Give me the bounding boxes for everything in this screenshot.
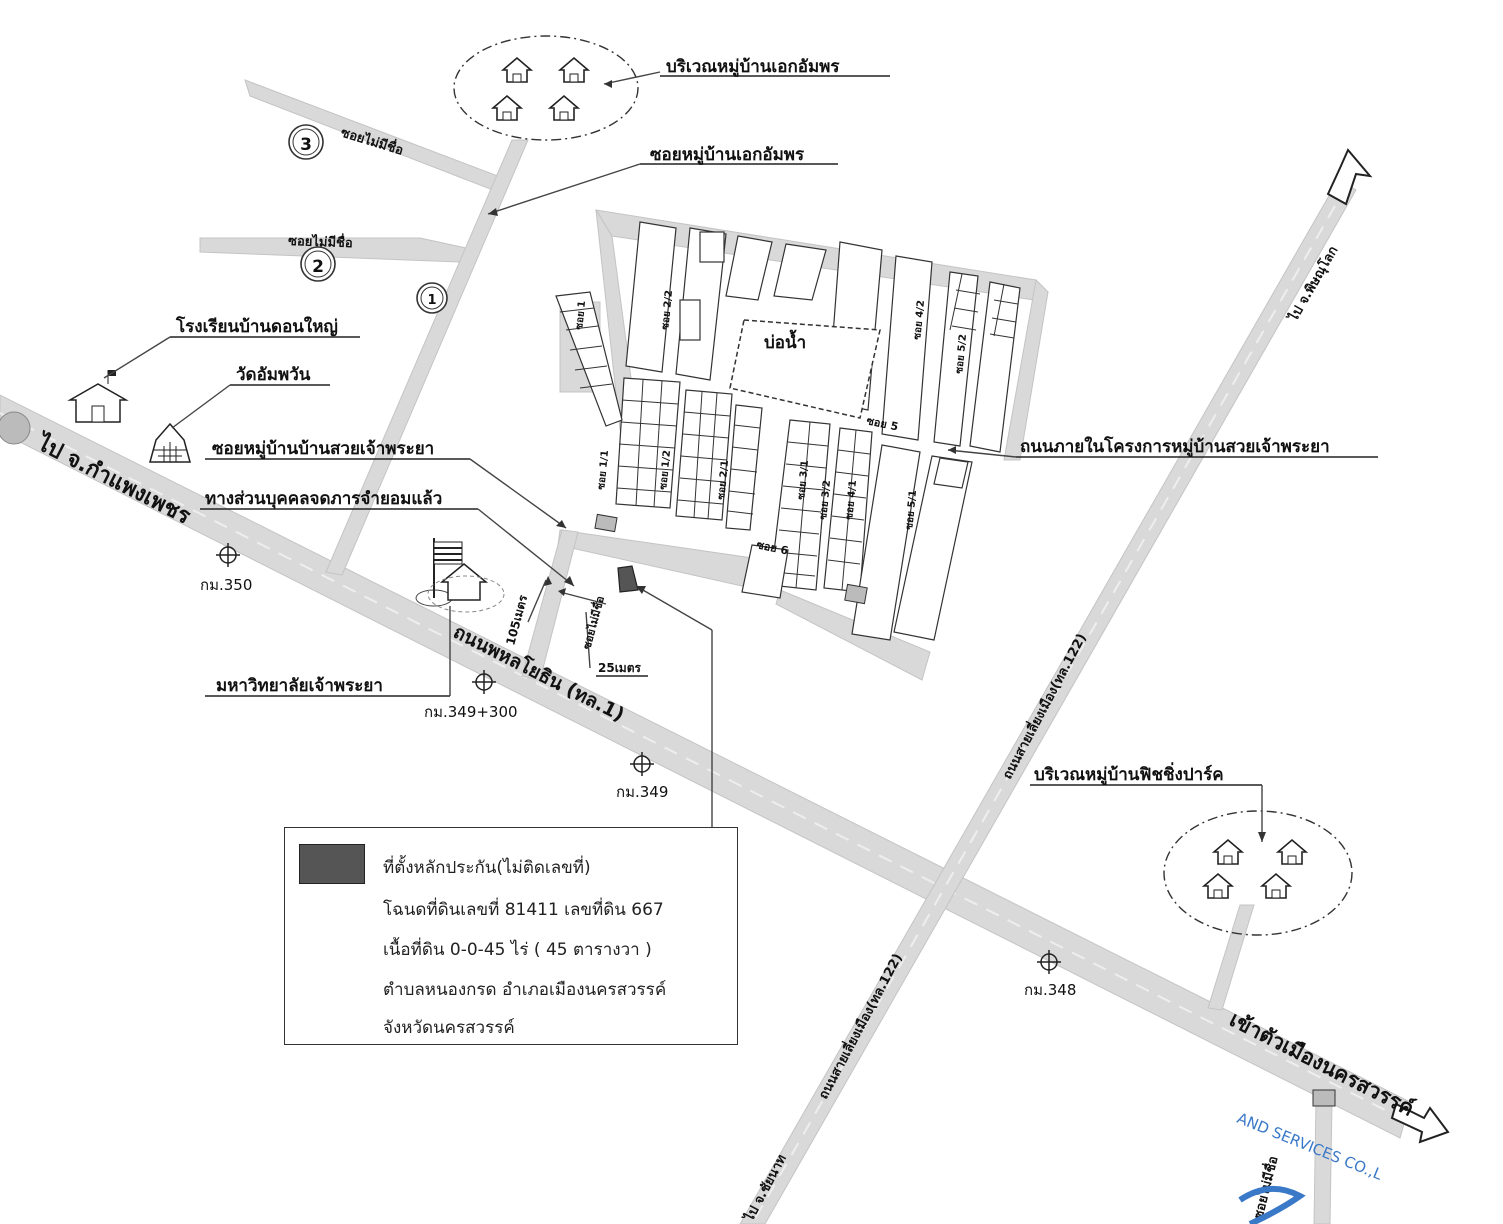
- west-edge-dot-icon: [0, 411, 31, 445]
- marker-1-label: 1: [427, 293, 436, 308]
- legend-line-3: เนื้อที่ดิน 0-0-45 ไร่ ( 45 ตารางวา ): [383, 940, 652, 960]
- legend-line-1: ที่ตั้งหลักประกัน(ไม่ติดเลขที่): [383, 858, 591, 878]
- block-4-1: [823, 427, 873, 593]
- km-349-label: กม.349: [616, 783, 668, 801]
- block-1-1: [615, 377, 681, 509]
- village-blocks: [555, 221, 1336, 1107]
- label-fishing-park: บริเวณหมู่บ้านฟิชชิ่งปาร์ค: [1034, 762, 1224, 786]
- label-soi-2-2: ซอย 2/2: [660, 290, 675, 331]
- km-350-label: กม.350: [200, 576, 252, 594]
- label-university: มหาวิทยาลัยเจ้าพระยา: [216, 676, 383, 696]
- temple-icon: [149, 422, 191, 463]
- km-marker-348: กม.348: [1024, 950, 1076, 999]
- ekamporn-village-area: [453, 35, 639, 141]
- legend-line-5: จังหวัดนครสวรรค์: [383, 1018, 515, 1038]
- block-2: [725, 404, 763, 531]
- km-349-300-label: กม.349+300: [424, 703, 518, 721]
- km-marker-349-300: กม.349+300: [424, 670, 518, 721]
- fishing-park-houses: [1201, 838, 1309, 899]
- legend-line-2: โฉนดที่ดินเลขที่ 81411 เลขที่ดิน 667: [383, 900, 664, 920]
- label-soi-5-1: ซอย 5/1: [904, 490, 919, 531]
- km-marker-349: กม.349: [616, 752, 668, 801]
- label-soi-1-3: ซอย 1: [574, 300, 588, 330]
- legend-box: ที่ตั้งหลักประกัน(ไม่ติดเลขที่) โฉนดที่ด…: [284, 827, 738, 1045]
- label-bypass-lower: ถนนสายเลี่ยงเมือง(ทล.122): [814, 950, 906, 1102]
- label-soi-4-1: ซอย 4/1: [844, 480, 859, 521]
- label-soi-1-2: ซอย 1/2: [658, 450, 673, 491]
- label-private-road: ทางส่วนบุคคลจดภารจำยอมแล้ว: [205, 489, 442, 509]
- label-temple: วัดอัมพวัน: [236, 365, 311, 385]
- leader-lines: [103, 71, 1378, 842]
- label-dist-25: 25เมตร: [598, 661, 642, 675]
- block-6: [741, 544, 789, 599]
- label-school: โรงเรียนบ้านดอนใหญ่: [175, 316, 338, 337]
- block-4: [769, 419, 831, 591]
- distance-markers: [527, 576, 607, 669]
- label-soi-1-1: ซอย 1/1: [596, 450, 611, 491]
- legend-line-4: ตำบลหนองกรด อำเภอเมืองนครสวรรค์: [383, 980, 667, 1000]
- km-348-label: กม.348: [1024, 981, 1076, 999]
- arrow-to-phitsanulok-icon: [1326, 148, 1373, 206]
- phahonyothin-road: [0, 394, 1411, 1139]
- marker-2-label: 2: [312, 257, 324, 277]
- label-bypass-upper: ถนนสายเลี่ยงเมือง(ทล.122): [998, 630, 1090, 782]
- ekamporn-houses: [490, 56, 591, 121]
- label-soi-2-1: ซอย 2/1: [716, 460, 731, 501]
- label-inner-road: ถนนภายในโครงการหมู่บ้านสวยเจ้าพระยา: [1020, 436, 1330, 458]
- legend-swatch: [299, 844, 365, 884]
- collateral-location: [617, 565, 639, 593]
- fishing-park-area: [1163, 810, 1353, 936]
- block-1-2: [675, 389, 733, 521]
- label-ekamporn-area: บริเวณหมู่บ้านเอกอัมพร: [666, 57, 840, 78]
- marker-1: 1: [416, 282, 448, 314]
- label-soi-unnamed-small: ซอยไม่มีชื่อ: [578, 594, 607, 651]
- company-watermark: AND SERVICES CO.,L: [1235, 1109, 1386, 1184]
- label-dist-105: 105เมตร: [503, 593, 530, 647]
- label-soi-4-2: ซอย 4/2: [912, 300, 927, 341]
- label-ekamporn-soi: ซอยหมู่บ้านเอกอัมพร: [650, 145, 805, 166]
- label-soi-suay: ซอยหมู่บ้านบ้านสวยเจ้าพระยา: [212, 439, 434, 460]
- label-pond: บ่อน้ำ: [764, 329, 806, 353]
- label-soi-3-2: ซอย 3/2: [818, 480, 833, 521]
- label-soi-5-2: ซอย 5/2: [954, 334, 969, 375]
- logo-swirl-icon: [1238, 1185, 1306, 1224]
- label-soi-3-1: ซอย 3/1: [796, 460, 811, 501]
- km-marker-350: กม.350: [200, 543, 252, 594]
- university-icon: [415, 538, 505, 613]
- marker-3: 3: [288, 124, 324, 160]
- marker-2: 2: [300, 246, 336, 282]
- label-soi-unnamed-2: ซอยไม่มีชื่อ: [288, 231, 353, 251]
- arrow-to-nakhon-sawan-icon: [1390, 1102, 1450, 1144]
- school-icon: [67, 370, 129, 423]
- marker-3-label: 3: [300, 135, 312, 155]
